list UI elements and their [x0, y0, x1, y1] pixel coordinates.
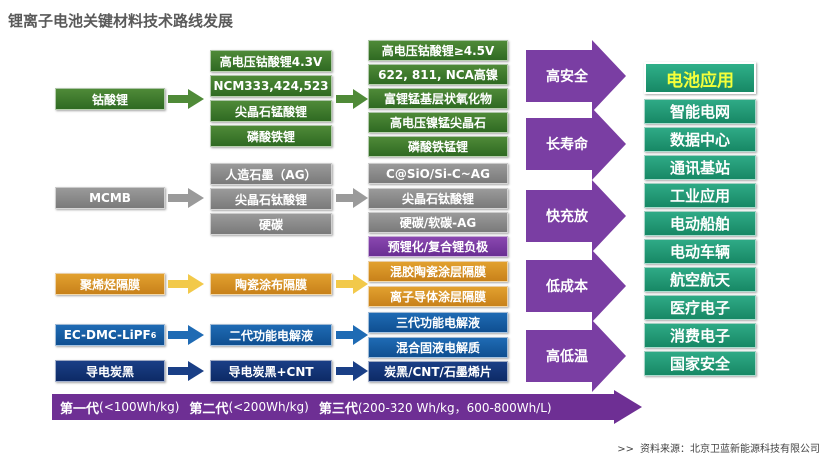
anode-gen2-item: 人造石墨（AG）	[210, 163, 332, 185]
arrow-right-icon	[168, 274, 204, 294]
arrow-right-icon	[336, 89, 368, 109]
gen2-label: 第二代	[189, 401, 229, 417]
electrolyte-gen3-item: 混合固液电解质	[368, 337, 508, 358]
arrow-right-icon	[336, 274, 368, 294]
electrolyte-start-subscript: 6	[150, 330, 157, 340]
conductive-start-box: 导电炭黑	[55, 360, 165, 382]
gen3-label: 第三代	[318, 401, 358, 417]
property-label: 长寿命	[546, 137, 588, 153]
cathode-start-box: 钴酸锂	[55, 88, 165, 110]
source-text: 资料来源：北京卫蓝新能源科技有限公司	[640, 444, 820, 455]
cathode-gen2-item: 磷酸铁锂	[210, 125, 332, 147]
property-arrow-shape	[526, 40, 626, 112]
application-item: 通讯基站	[644, 155, 756, 180]
application-item: 电动车辆	[644, 239, 756, 264]
application-item: 智能电网	[644, 99, 756, 124]
application-item: 航空航天	[644, 267, 756, 292]
property-label: 高安全	[546, 69, 588, 85]
anode-gen3-item: 尖晶石钛酸锂	[368, 188, 508, 209]
cathode-gen3-item: 622, 811, NCA高镍	[368, 64, 508, 85]
cathode-gen2-item: 尖晶石锰酸锂	[210, 100, 332, 122]
electrolyte-gen3-item: 三代功能电解液	[368, 312, 508, 333]
conductive-gen2-item: 导电炭黑+CNT	[210, 360, 332, 382]
gen3-value: (200-320 Wh/kg，600-800Wh/L)	[357, 400, 552, 415]
generation-bar-text: 第一代 (<100Wh/kg) 第二代 (<200Wh/kg) 第三代 (200…	[60, 390, 552, 424]
property-arrow-shape	[526, 108, 626, 180]
arrow-right-icon	[336, 188, 368, 208]
anode-gen3-item: 预锂化/复合锂负极	[368, 236, 508, 257]
application-item: 消费电子	[644, 323, 756, 348]
anode-gen3-item: 硬碳/软碳-AG	[368, 212, 508, 233]
application-item: 电动船舶	[644, 211, 756, 236]
anode-gen3-item: C@SiO/Si-C~AG	[368, 163, 508, 184]
conductive-gen3-item: 炭黑/CNT/石墨烯片	[368, 361, 508, 382]
application-item: 工业应用	[644, 183, 756, 208]
arrow-right-icon	[168, 188, 204, 208]
cathode-gen2-item: NCM333,424,523	[210, 75, 332, 97]
property-label: 快充放	[546, 209, 588, 225]
separator-gen3-item: 混胶陶瓷涂层隔膜	[368, 261, 508, 282]
gen1-label: 第一代	[60, 401, 100, 417]
generation-arrow-shape	[52, 390, 642, 424]
cathode-gen3-item: 高电压钴酸锂≥4.5V	[368, 40, 508, 61]
anode-gen2-item: 硬碳	[210, 213, 332, 235]
anode-start-box: MCMB	[55, 187, 165, 209]
property-label: 低成本	[546, 279, 588, 295]
page-title: 锂离子电池关键材料技术路线发展	[8, 12, 234, 30]
separator-start-box: 聚烯烃隔膜	[55, 273, 165, 295]
arrow-right-icon	[336, 361, 368, 381]
cathode-gen2-item: 高电压钴酸锂4.3V	[210, 50, 332, 72]
electrolyte-start-label: EC-DMC-LiPF	[63, 328, 151, 342]
separator-gen2-item: 陶瓷涂布隔膜	[210, 273, 332, 295]
arrow-right-icon	[168, 361, 204, 381]
separator-gen3-item: 离子导体涂层隔膜	[368, 286, 508, 307]
applications-header: 电池应用	[644, 62, 756, 94]
application-item: 数据中心	[644, 127, 756, 152]
cathode-gen3-item: 高电压镍锰尖晶石	[368, 112, 508, 133]
anode-gen2-item: 尖晶石钛酸锂	[210, 188, 332, 210]
source-note: >> 资料来源：北京卫蓝新能源科技有限公司	[617, 440, 820, 455]
source-mark: >>	[617, 444, 634, 455]
arrow-right-icon	[168, 89, 204, 109]
application-item: 国家安全	[644, 351, 756, 376]
cathode-gen3-item: 富锂锰基层状氧化物	[368, 88, 508, 109]
gen2-value: (<200Wh/kg)	[228, 400, 309, 414]
property-arrow-shape	[526, 320, 626, 392]
arrow-right-icon	[168, 325, 204, 345]
arrow-right-icon	[336, 325, 368, 345]
property-arrow-shape	[526, 180, 626, 252]
property-arrow-shape	[526, 250, 626, 322]
gen1-value: (<100Wh/kg)	[99, 400, 180, 414]
electrolyte-gen2-item: 二代功能电解液	[210, 324, 332, 346]
application-item: 医疗电子	[644, 295, 756, 320]
cathode-gen3-item: 磷酸铁锰锂	[368, 136, 508, 157]
property-label: 高低温	[546, 349, 588, 365]
